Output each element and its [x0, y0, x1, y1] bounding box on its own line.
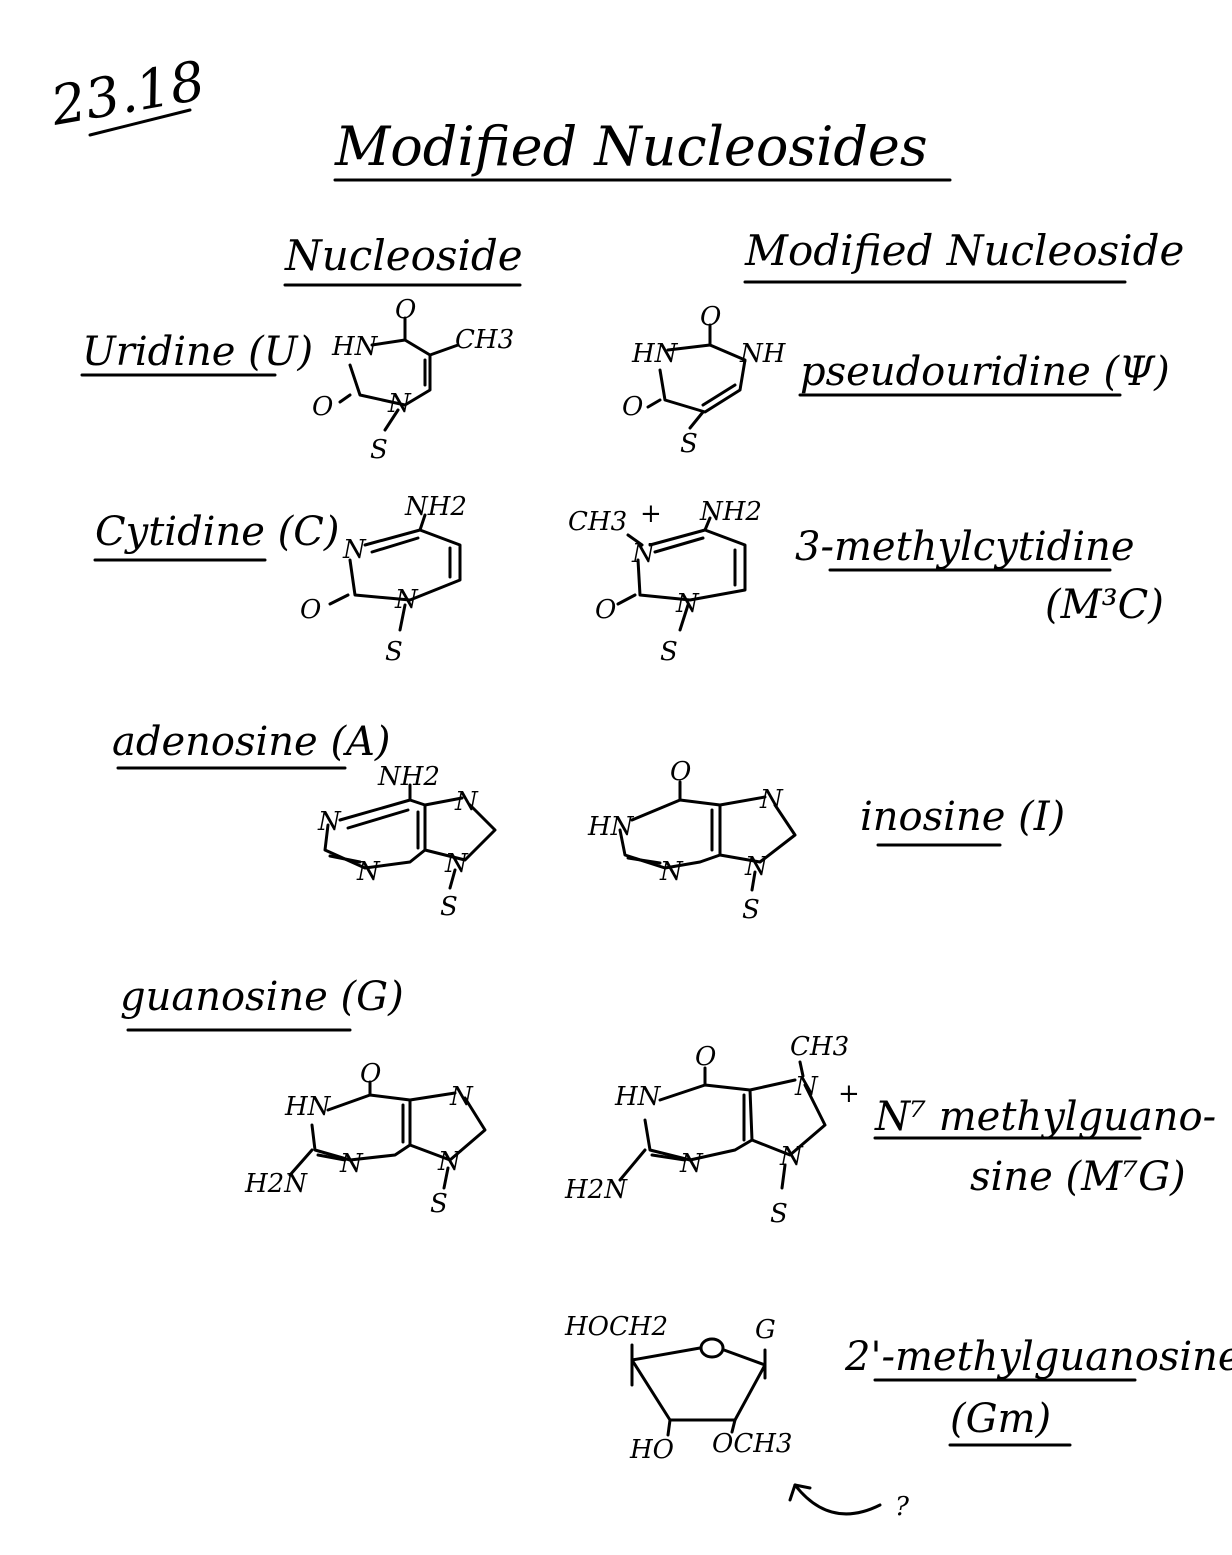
inosine-structure: O HN N N N S	[587, 757, 797, 925]
atom-label: S	[660, 637, 678, 667]
column-header-modified: Modified Nucleoside	[744, 226, 1184, 275]
atom-label: HO	[629, 1435, 674, 1465]
label-pseudouridine: pseudouridine (Ψ)	[800, 349, 1170, 395]
label-2-methylguanosine: 2'-methylguanosine	[844, 1334, 1232, 1380]
label-guanosine: guanosine (G)	[120, 974, 404, 1020]
atom-label: S	[770, 1199, 788, 1229]
atom-label: N	[387, 389, 412, 419]
atom-label: N	[631, 539, 656, 569]
atom-label: O	[312, 392, 333, 422]
adenosine-structure: NH2 N N N N S	[317, 762, 497, 922]
atom-label: CH3	[455, 325, 514, 355]
atom-label: +	[838, 1079, 860, 1109]
atom-label: N	[659, 857, 684, 887]
uridine-structure: HN O CH3 O N S	[312, 295, 514, 465]
atom-label: S	[680, 429, 698, 459]
atom-label: S	[430, 1189, 448, 1219]
atom-label: N	[759, 785, 784, 815]
atom-label: HN	[284, 1092, 332, 1122]
label-m7g: N⁷ methylguano-	[874, 1094, 1216, 1140]
atom-label: N	[437, 1147, 462, 1177]
atom-label: O	[670, 757, 691, 787]
atom-label: NH2	[404, 492, 467, 522]
atom-label: H2N	[244, 1169, 308, 1199]
atom-label: O	[700, 302, 721, 332]
atom-label: H2N	[564, 1175, 628, 1205]
atom-label: N	[744, 852, 769, 882]
atom-label: O	[595, 595, 616, 625]
atom-label: O	[300, 595, 321, 625]
atom-label: N	[454, 787, 479, 817]
atom-label: N	[794, 1072, 819, 1102]
atom-label: O	[622, 392, 643, 422]
atom-label: O	[695, 1042, 716, 1072]
guanosine-structure: O HN N N N H2N S	[244, 1059, 487, 1219]
atom-label: N	[679, 1149, 704, 1179]
column-header-nucleoside: Nucleoside	[284, 231, 523, 280]
atom-label: N	[342, 535, 367, 565]
atom-label: N	[449, 1082, 474, 1112]
atom-label: HN	[331, 332, 379, 362]
label-adenosine: adenosine (A)	[112, 719, 391, 765]
label-3-methylcytidine: 3-methylcytidine	[795, 524, 1135, 570]
atom-label: ?	[895, 1492, 910, 1522]
atom-label: HN	[614, 1082, 662, 1112]
label-uridine: Uridine (U)	[82, 329, 313, 375]
atom-label: S	[385, 637, 403, 667]
atom-label: N	[444, 849, 469, 879]
atom-label: NH2	[699, 497, 762, 527]
atom-label: HN	[631, 339, 679, 369]
atom-label: HN	[587, 812, 635, 842]
atom-label: CH3	[790, 1032, 849, 1062]
label-m7g-cont: sine (M⁷G)	[970, 1154, 1186, 1200]
atom-label: +	[640, 499, 662, 529]
label-inosine: inosine (I)	[860, 794, 1065, 840]
atom-label: S	[440, 892, 458, 922]
atom-label: N	[356, 857, 381, 887]
atom-label: S	[370, 435, 388, 465]
atom-label: N	[339, 1149, 364, 1179]
atom-label: N	[779, 1142, 804, 1172]
atom-label: OCH3	[712, 1429, 792, 1459]
atom-label: CH3	[568, 507, 627, 537]
atom-label: N	[317, 807, 342, 837]
atom-label: G	[755, 1315, 776, 1345]
page-number-underline	[88, 108, 192, 137]
pseudouridine-structure: HN O NH O S	[622, 302, 787, 459]
atom-label: N	[394, 585, 419, 615]
label-cytidine: Cytidine (C)	[95, 509, 339, 555]
atom-label: S	[742, 895, 760, 925]
label-m3c-abbr: (M³C)	[1045, 582, 1164, 628]
atom-label: N	[675, 589, 700, 619]
atom-label: NH2	[377, 762, 440, 792]
atom-label: O	[395, 295, 416, 325]
page-title: Modified Nucleosides	[334, 115, 928, 178]
ribose-2-methylguanosine-structure: HOCH2 G HO OCH3 ?	[564, 1312, 910, 1522]
atom-label: HOCH2	[564, 1312, 668, 1342]
3-methylcytidine-structure: CH3 + NH2 N O N S	[568, 497, 762, 667]
label-gm-abbr: (Gm)	[950, 1396, 1051, 1442]
arrow	[793, 1483, 882, 1516]
cytidine-structure: NH2 N O N S	[300, 492, 467, 667]
n7-methylguanosine-structure: O CH3 N + HN N N H2N S	[564, 1032, 860, 1229]
atom-label: O	[360, 1059, 381, 1089]
atom-label: NH	[739, 339, 787, 369]
